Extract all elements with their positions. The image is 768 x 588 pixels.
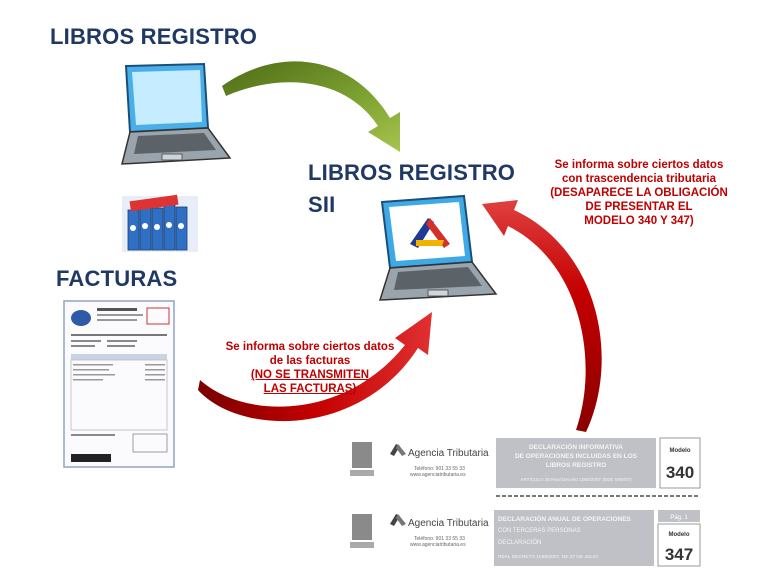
form340-model-label: Modelo — [670, 448, 691, 454]
form347-agency: Agencia Tributaria — [408, 518, 489, 529]
title-facturas: FACTURAS — [56, 266, 178, 291]
note-top-line4: DE PRESENTAR EL — [585, 201, 693, 213]
spain-crest-icon — [350, 514, 374, 548]
note-top-line2: con trascendencia tributaria — [561, 173, 717, 185]
form340-decl-line3: LIBROS REGISTRO — [546, 462, 606, 469]
laptop-top — [121, 62, 232, 165]
note-top-line5: MODELO 340 Y 347) — [584, 215, 694, 227]
form340-decl-line4: ARTÍCULO 36 Real Decreto 1065/2007 (BOE … — [520, 476, 632, 482]
form340-model-number: 340 — [666, 463, 694, 482]
binders-image — [122, 194, 198, 252]
green-arrow — [222, 61, 400, 152]
note-top: Se informa sobre ciertos datos con trasc… — [534, 158, 744, 228]
red-arrow-forms — [482, 200, 602, 432]
form347-web: www.agenciatributaria.es — [410, 542, 466, 548]
note-bottom: Se informa sobre ciertos datos de las fa… — [212, 340, 408, 396]
form340-web: www.agenciatributaria.es — [410, 472, 466, 478]
form347-model-label: Modelo — [669, 532, 690, 538]
note-bottom-line3: (NO SE TRANSMITEN — [250, 369, 370, 381]
form-340: Agencia Tributaria Teléfono: 901 33 55 3… — [344, 436, 704, 497]
title-libros-registro: LIBROS REGISTRO — [50, 24, 258, 49]
note-top-line3: (DESAPARECE LA OBLIGACIÓN — [550, 187, 728, 199]
title-sii-line1: LIBROS REGISTRO — [308, 160, 516, 185]
form347-model-number: 347 — [665, 545, 693, 564]
form347-decl-line3: DECLARACIÓN — [498, 539, 541, 546]
binder-stack — [127, 194, 188, 251]
agency-logo-icon — [390, 514, 406, 526]
form-347: Agencia Tributaria Teléfono: 901 33 55 3… — [344, 508, 704, 570]
note-top-line1: Se informa sobre ciertos datos — [554, 159, 724, 171]
form347-decl-line4: REAL DECRETO 1065/2007, DE 27 DE JULIO — [498, 554, 598, 560]
red-arrow-facturas — [198, 312, 432, 422]
form347-decl-line1: DECLARACIÓN ANUAL DE OPERACIONES — [498, 514, 632, 523]
form340-agency: Agencia Tributaria — [408, 448, 489, 459]
note-bottom-line4: LAS FACTURAS) — [263, 383, 357, 395]
agency-logo-icon — [390, 444, 406, 456]
spain-crest-icon — [350, 442, 374, 476]
title-sii-line2: SII — [308, 192, 336, 217]
form347-phone: Teléfono: 901 33 55 33 — [414, 536, 465, 542]
laptop-sii — [378, 194, 498, 301]
title-libros-registro-sii: LIBROS REGISTRO SII — [308, 160, 515, 218]
form347-page-label: Pág. 1 — [670, 515, 688, 521]
note-bottom-line1: Se informa sobre ciertos datos — [225, 341, 395, 353]
form340-decl-line1: DECLARACIÓN INFORMATIVA — [529, 442, 623, 451]
factura-document — [63, 300, 175, 468]
form340-phone: Teléfono: 901 33 55 33 — [414, 466, 465, 472]
form347-decl-line2: CON TERCERAS PERSONAS — [498, 528, 581, 534]
note-bottom-line2: de las facturas — [269, 355, 351, 367]
aeat-logo-icon — [410, 218, 450, 248]
form340-decl-line2: DE OPERACIONES INCLUIDAS EN LOS — [515, 453, 638, 460]
